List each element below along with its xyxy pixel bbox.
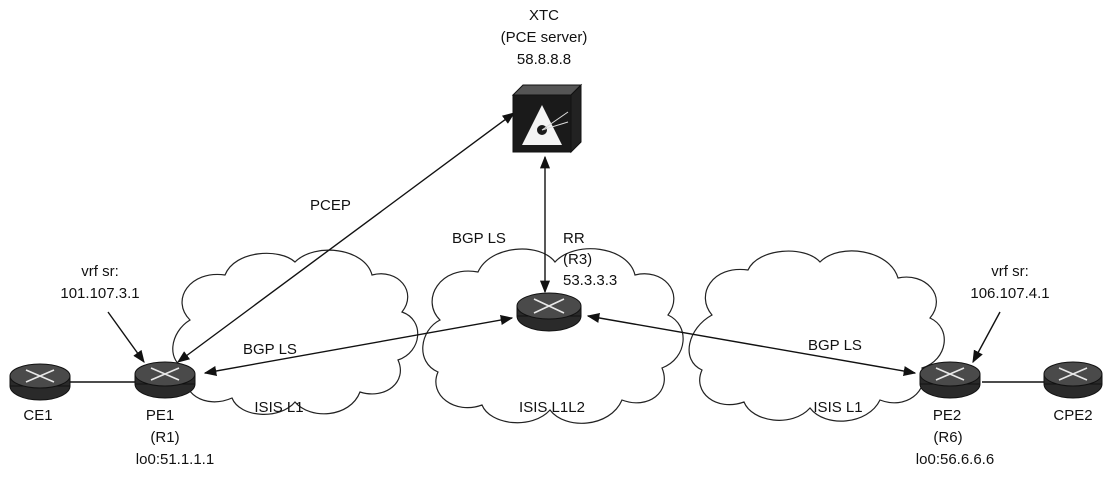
pe2-vrf-label: vrf sr: xyxy=(991,263,1029,280)
pe1-vrf-label: vrf sr: xyxy=(81,263,119,280)
rr-id: (R3) xyxy=(563,251,592,268)
pe2-name: PE2 xyxy=(933,407,961,424)
bgp-ls-pe2-arrow xyxy=(586,312,917,377)
cloud-middle-label: ISIS L1L2 xyxy=(519,399,585,416)
vrf-pe1-arrow xyxy=(107,311,145,364)
pe2-loopback: lo0:56.6.6.6 xyxy=(916,451,994,468)
pe1-vrf-ip: 101.107.3.1 xyxy=(60,285,139,302)
vrf-pe2-arrow xyxy=(972,311,1001,364)
bgp-ls-pe2-label: BGP LS xyxy=(808,337,862,354)
router-icon-rr xyxy=(516,292,582,332)
router-icon-ce1 xyxy=(9,363,71,401)
router-icon-pe2 xyxy=(919,361,981,399)
pce-ip: 58.8.8.8 xyxy=(517,51,571,68)
pce-server-icon xyxy=(511,83,583,154)
bgp-ls-pe1-label: BGP LS xyxy=(243,341,297,358)
router-icon-pe1 xyxy=(134,361,196,399)
ce1-label: CE1 xyxy=(23,407,52,424)
pe2-vrf-ip: 106.107.4.1 xyxy=(970,285,1049,302)
pe1-id: (R1) xyxy=(150,429,179,446)
cloud-right xyxy=(688,250,945,422)
cloud-middle xyxy=(422,248,684,424)
pcep-label: PCEP xyxy=(310,197,351,214)
cpe2-label: CPE2 xyxy=(1053,407,1092,424)
rr-ip: 53.3.3.3 xyxy=(563,272,617,289)
cloud-right-label: ISIS L1 xyxy=(813,399,862,416)
pe2-id: (R6) xyxy=(933,429,962,446)
router-icon-cpe2 xyxy=(1043,361,1103,399)
bgp-ls-rr-pce-label: BGP LS xyxy=(452,230,506,247)
rr-role: RR xyxy=(563,230,585,247)
bgp-ls-pe1-arrow xyxy=(203,315,514,376)
pce-name: XTC xyxy=(529,7,559,24)
cloud-left-label: ISIS L1 xyxy=(254,399,303,416)
pe1-loopback: lo0:51.1.1.1 xyxy=(136,451,214,468)
pce-role: (PCE server) xyxy=(501,29,588,46)
pe1-name: PE1 xyxy=(146,407,174,424)
